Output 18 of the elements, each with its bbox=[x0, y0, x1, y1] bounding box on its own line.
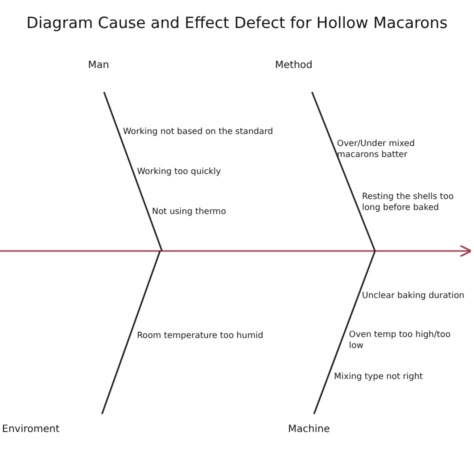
cause-text: Oven temp too high/too low bbox=[349, 330, 452, 352]
bone-line bbox=[311, 92, 376, 252]
cause-text: Working not based on the standard bbox=[123, 127, 273, 138]
cause-text: Mixing type not right bbox=[334, 372, 423, 383]
category-label: Man bbox=[88, 60, 110, 71]
bone-line bbox=[313, 250, 376, 414]
cause-text: Resting the shells too long before baked bbox=[362, 192, 455, 214]
category-label: Machine bbox=[288, 424, 330, 435]
category-label: Enviroment bbox=[2, 424, 60, 435]
cause-text: Over/Under mixed macarons batter bbox=[337, 139, 416, 160]
bone-line bbox=[101, 250, 161, 414]
title: Diagram Cause and Effect Defect for Hollow Macarons bbox=[25, 14, 449, 32]
category-label: Method bbox=[275, 60, 313, 71]
cause-text: Room temperature too humid bbox=[137, 331, 264, 342]
cause-text: Not using thermo bbox=[152, 207, 226, 218]
cause-text: Working too quickly bbox=[137, 167, 221, 178]
cause-text: Unclear baking duration bbox=[362, 291, 464, 302]
bone-line bbox=[103, 92, 163, 252]
